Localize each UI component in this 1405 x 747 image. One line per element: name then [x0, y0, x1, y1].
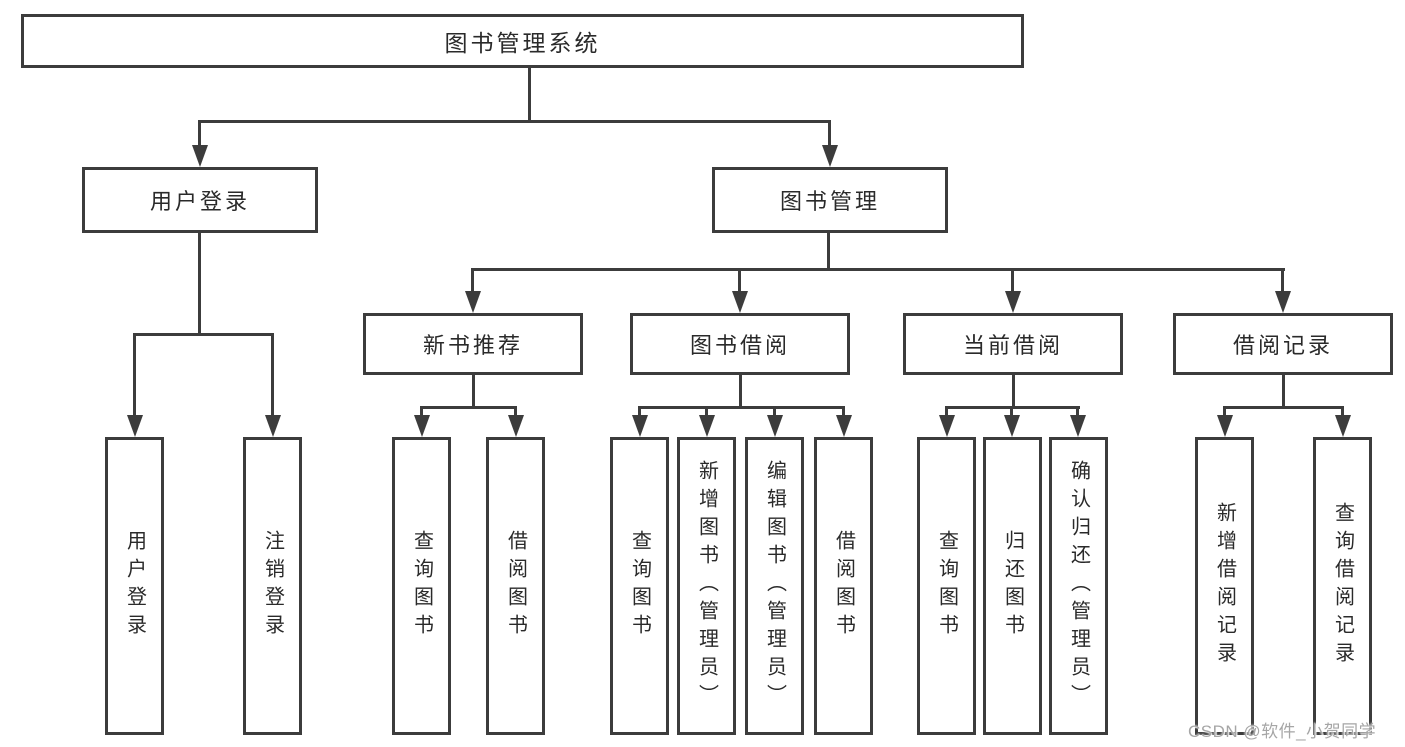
node-library-system: 图书管理系统 [21, 14, 1024, 68]
arrow-down-icon [738, 269, 741, 291]
arrow-down-icon [271, 334, 274, 415]
connector-line [472, 375, 475, 409]
leaf-label: 新增图书（管理员） [695, 460, 718, 712]
leaf-current-confirm-return-admin: 确认归还（管理员） [1049, 437, 1108, 735]
connector-line [471, 268, 1285, 271]
node-book-borrowing: 图书借阅 [630, 313, 850, 375]
connector-line [1282, 375, 1285, 409]
arrow-down-icon [1011, 269, 1014, 291]
arrow-down-icon [1076, 407, 1079, 415]
node-label: 图书管理 [779, 189, 880, 214]
node-label: 图书借阅 [689, 333, 790, 358]
arrow-down-icon [1223, 407, 1226, 415]
leaf-label: 注销登录 [261, 530, 284, 642]
arrow-down-icon [133, 334, 136, 415]
leaf-borrow-edit-books-admin: 编辑图书（管理员） [745, 437, 804, 735]
leaf-label: 归还图书 [1001, 530, 1024, 642]
leaf-label: 用户登录 [123, 530, 146, 642]
node-label: 借阅记录 [1232, 333, 1333, 358]
connector-line [638, 406, 845, 409]
node-label: 新书推荐 [422, 333, 523, 358]
leaf-newbook-borrow-books: 借阅图书 [486, 437, 545, 735]
leaf-logout: 注销登录 [243, 437, 302, 735]
node-user-login: 用户登录 [82, 167, 318, 233]
arrow-down-icon [638, 407, 641, 415]
arrow-down-icon [1281, 269, 1284, 291]
node-label: 当前借阅 [962, 333, 1063, 358]
leaf-label: 编辑图书（管理员） [763, 460, 786, 712]
node-borrowing-records: 借阅记录 [1173, 313, 1393, 375]
arrow-down-icon [420, 407, 423, 415]
arrow-down-icon [471, 269, 474, 291]
arrow-down-icon [842, 407, 845, 415]
leaf-current-return-books: 归还图书 [983, 437, 1042, 735]
leaf-newbook-query-books: 查询图书 [392, 437, 451, 735]
connector-line [1012, 375, 1015, 409]
connector-line [198, 120, 831, 123]
leaf-label: 新增借阅记录 [1213, 502, 1236, 670]
leaf-user-login: 用户登录 [105, 437, 164, 735]
arrow-down-icon [828, 121, 831, 145]
node-book-management: 图书管理 [712, 167, 948, 233]
leaf-current-query-books: 查询图书 [917, 437, 976, 735]
watermark: CSDN @软件_小贺同学 [1188, 722, 1377, 741]
node-label: 图书管理系统 [444, 30, 601, 56]
connector-line [198, 233, 201, 336]
leaf-records-query-record: 查询借阅记录 [1313, 437, 1372, 735]
arrow-down-icon [1341, 407, 1344, 415]
leaf-records-add-record: 新增借阅记录 [1195, 437, 1254, 735]
leaf-borrow-query-books: 查询图书 [610, 437, 669, 735]
leaf-label: 查询图书 [410, 530, 433, 642]
node-new-book-recommend: 新书推荐 [363, 313, 583, 375]
node-label: 用户登录 [149, 189, 250, 214]
leaf-label: 借阅图书 [504, 530, 527, 642]
arrow-down-icon [705, 407, 708, 415]
node-current-borrowing: 当前借阅 [903, 313, 1123, 375]
arrow-down-icon [773, 407, 776, 415]
connector-line [133, 333, 274, 336]
leaf-label: 查询图书 [628, 530, 651, 642]
arrow-down-icon [945, 407, 948, 415]
leaf-borrow-add-books-admin: 新增图书（管理员） [677, 437, 736, 735]
leaf-label: 查询借阅记录 [1331, 502, 1354, 670]
connector-line [827, 232, 830, 271]
leaf-label: 确认归还（管理员） [1067, 460, 1090, 712]
arrow-down-icon [198, 121, 201, 145]
connector-line [1223, 406, 1344, 409]
leaf-label: 借阅图书 [832, 530, 855, 642]
connector-line [420, 406, 517, 409]
arrow-down-icon [514, 407, 517, 415]
arrow-down-icon [1010, 407, 1013, 415]
connector-line [739, 375, 742, 409]
leaf-borrow-borrow-books: 借阅图书 [814, 437, 873, 735]
connector-line [528, 68, 531, 123]
leaf-label: 查询图书 [935, 530, 958, 642]
